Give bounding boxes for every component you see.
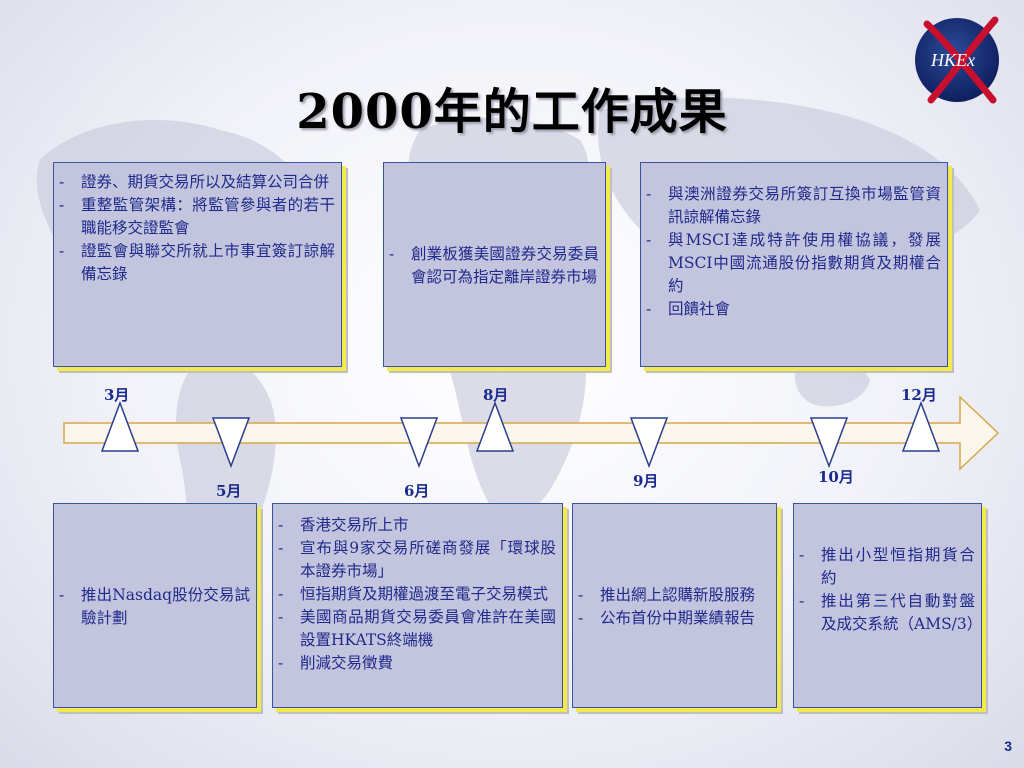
hkex-logo: HKEx	[915, 16, 999, 104]
milestone-item: -美國商品期貨交易委員會准許在美國設置HKATS終端機	[278, 608, 556, 649]
milestone-box-jun: -香港交易所上市 -宣布與9家交易所磋商發展「環球股本證券市場」 -恒指期貨及期…	[272, 503, 563, 708]
milestone-item: -削減交易徵費	[278, 654, 394, 672]
milestone-item: -與澳洲證券交易所簽訂互換市場監管資訊諒解備忘錄	[646, 185, 941, 226]
milestone-item: -公布首份中期業績報告	[578, 608, 756, 627]
month-label-dec: 12月	[901, 386, 937, 404]
month-label-may: 5月	[216, 482, 242, 500]
marker-up-dec	[901, 400, 941, 452]
timeline-arrow	[63, 395, 1000, 471]
milestone-item: -重整監管架構：將監管參與者的若干職能移交證監會	[59, 196, 335, 237]
milestone-item: -推出Nasdaq股份交易試驗計劃	[59, 585, 250, 627]
milestone-item: -恒指期貨及期權過渡至電子交易模式	[278, 585, 549, 603]
milestone-item: -證券、期貨交易所以及結算公司合併	[59, 173, 330, 191]
month-label-jun: 6月	[404, 482, 430, 500]
marker-down-oct	[809, 417, 849, 469]
month-label-oct: 10月	[818, 468, 854, 486]
marker-up-aug	[475, 400, 515, 452]
milestone-box-sep: -推出網上認購新股服務 -公布首份中期業績報告	[572, 503, 777, 708]
milestone-item: -推出網上認購新股服務	[578, 585, 756, 604]
milestone-item: -推出小型恒指期貨合約	[799, 546, 975, 587]
svg-text:HKEx: HKEx	[930, 50, 975, 70]
milestone-box-aug: -創業板獲美國證券交易委員會認可為指定離岸證券市場	[383, 162, 606, 367]
milestone-item: -創業板獲美國證券交易委員會認可為指定離岸證券市場	[389, 244, 599, 286]
marker-down-jun	[399, 417, 439, 469]
marker-down-may	[211, 417, 251, 469]
milestone-item: -證監會與聯交所就上市事宜簽訂諒解備忘錄	[59, 242, 335, 283]
milestone-item: -與MSCI達成特許使用權協議，發展MSCI中國流通股份指數期貨及期權合約	[646, 231, 941, 295]
page-number: 3	[1004, 738, 1012, 754]
milestone-item: -推出第三代自動對盤及成交系統（AMS/3）	[799, 592, 983, 633]
month-label-sep: 9月	[633, 472, 659, 490]
month-label-aug: 8月	[483, 386, 509, 404]
milestone-box-may: -推出Nasdaq股份交易試驗計劃	[53, 503, 257, 708]
marker-up-mar	[100, 400, 140, 452]
milestone-box-mar: -證券、期貨交易所以及結算公司合併 -重整監管架構：將監管參與者的若干職能移交證…	[53, 162, 342, 367]
page-title: 2000年的工作成果	[296, 84, 728, 140]
milestone-item: -香港交易所上市	[278, 516, 409, 534]
milestone-box-oct: -推出小型恒指期貨合約 -推出第三代自動對盤及成交系統（AMS/3）	[793, 503, 982, 708]
milestone-box-dec: -與澳洲證券交易所簽訂互換市場監管資訊諒解備忘錄 -與MSCI達成特許使用權協議…	[640, 162, 948, 367]
marker-down-sep	[629, 417, 669, 469]
milestone-item: -宣布與9家交易所磋商發展「環球股本證券市場」	[278, 539, 556, 580]
month-label-mar: 3月	[104, 386, 130, 404]
milestone-item: -回饋社會	[646, 300, 731, 318]
